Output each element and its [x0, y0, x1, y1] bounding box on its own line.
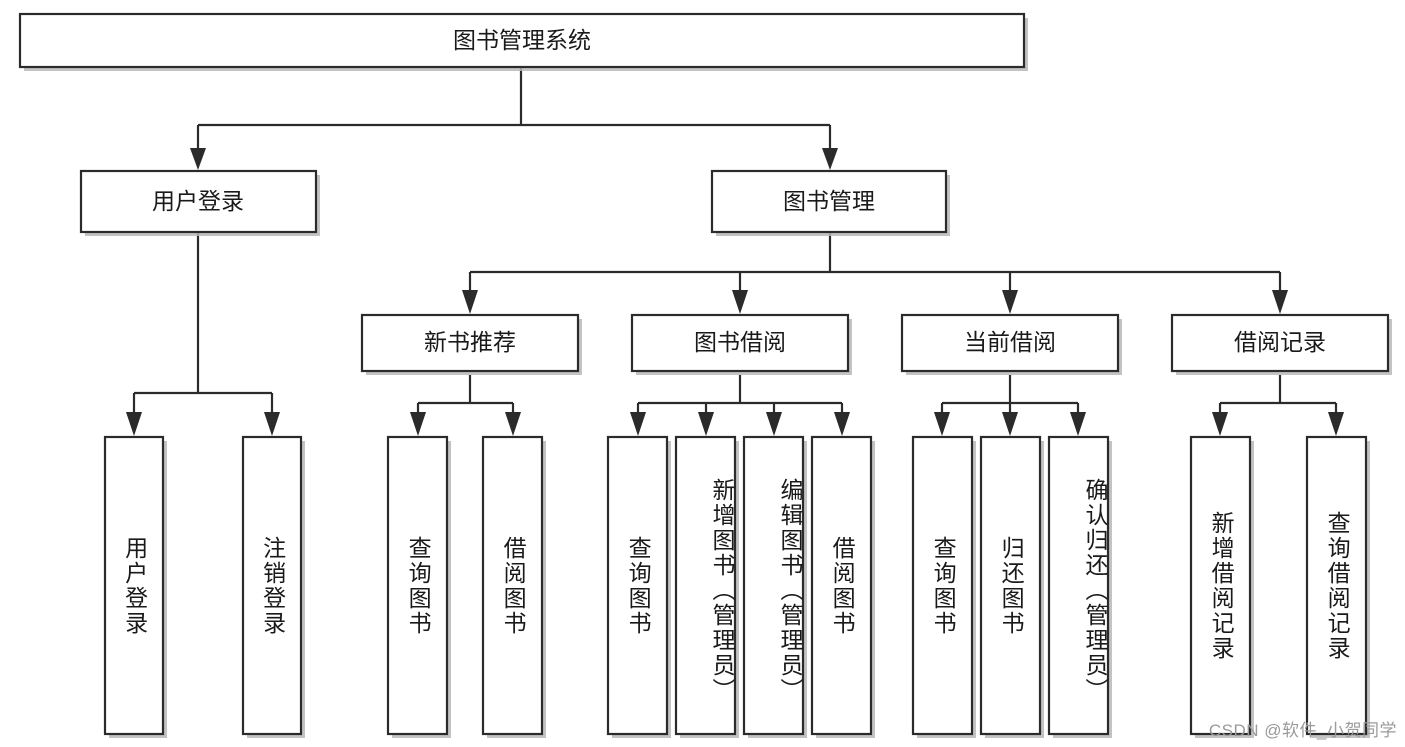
- leaf-logout-box[interactable]: [241, 435, 303, 736]
- arrowhead-currentborrow-leaf-2: [1002, 412, 1018, 436]
- newbook-node-label: 新书推荐: [424, 329, 516, 355]
- arrowhead-currentborrow: [1002, 290, 1018, 314]
- leaf-current-query-box[interactable]: [911, 435, 974, 736]
- leaf-user-login-box[interactable]: [103, 435, 165, 736]
- leaf-current-return-box[interactable]: [979, 435, 1042, 736]
- userlogin-node-box[interactable]: [79, 169, 318, 234]
- bookmgmt-node-box[interactable]: [710, 169, 948, 234]
- arrowhead-borrowrecord-leaf-2: [1328, 412, 1344, 436]
- userlogin-node-label: 用户登录: [152, 188, 244, 214]
- leaf-borrow-borrow-box[interactable]: [810, 435, 873, 736]
- arrowhead-bookborrow-leaf-1: [630, 412, 646, 436]
- leaf-newbook-query-box[interactable]: [386, 435, 449, 736]
- bookborrow-node-label: 图书借阅: [694, 329, 786, 355]
- node-boxes: [18, 12, 1392, 738]
- leaf-record-query-box[interactable]: [1305, 435, 1368, 736]
- currentborrow-node-box[interactable]: [900, 313, 1120, 373]
- leaf-record-add-box[interactable]: [1189, 435, 1252, 736]
- connectors: [126, 67, 1344, 436]
- arrowhead-newbook-leaf-1: [410, 412, 426, 436]
- arrowhead-userlogin: [190, 148, 206, 170]
- root-node-label: 图书管理系统: [453, 27, 591, 53]
- borrowrecord-node-label: 借阅记录: [1234, 329, 1326, 355]
- bookmgmt-node-label: 图书管理: [783, 188, 875, 214]
- leaf-current-confirm-box[interactable]: [1047, 435, 1110, 736]
- root-node-box[interactable]: [18, 12, 1026, 69]
- leaf-borrow-edit-box[interactable]: [742, 435, 805, 736]
- arrowhead-newbook-leaf-2: [505, 412, 521, 436]
- arrowhead-borrowrecord: [1272, 290, 1288, 314]
- currentborrow-node-label: 当前借阅: [964, 329, 1056, 355]
- arrowhead-bookborrow-leaf-2: [698, 412, 714, 436]
- node-labels: 图书管理系统 用户登录 图书管理 新书推荐 图书借阅 当前借阅 借阅记录: [152, 27, 1326, 355]
- watermark-text: CSDN @软件_小贺同学: [1208, 721, 1397, 740]
- arrowhead-bookmgmt: [822, 148, 838, 170]
- newbook-node-box[interactable]: [360, 313, 580, 373]
- arrowhead-leaf-user-login: [126, 412, 142, 436]
- leaf-newbook-borrow-box[interactable]: [481, 435, 544, 736]
- leaf-borrow-query-box[interactable]: [606, 435, 669, 736]
- arrowhead-bookborrow-leaf-3: [766, 412, 782, 436]
- arrowhead-currentborrow-leaf-1: [934, 412, 950, 436]
- arrowhead-leaf-logout: [264, 412, 280, 436]
- leaf-borrow-add-box[interactable]: [674, 435, 737, 736]
- bookborrow-node-box[interactable]: [630, 313, 850, 373]
- arrowhead-currentborrow-leaf-3: [1070, 412, 1086, 436]
- arrowhead-bookborrow: [732, 290, 748, 314]
- arrowhead-newbook: [462, 290, 478, 314]
- arrowhead-bookborrow-leaf-4: [834, 412, 850, 436]
- arrowhead-borrowrecord-leaf-1: [1212, 412, 1228, 436]
- borrowrecord-node-box[interactable]: [1170, 313, 1390, 373]
